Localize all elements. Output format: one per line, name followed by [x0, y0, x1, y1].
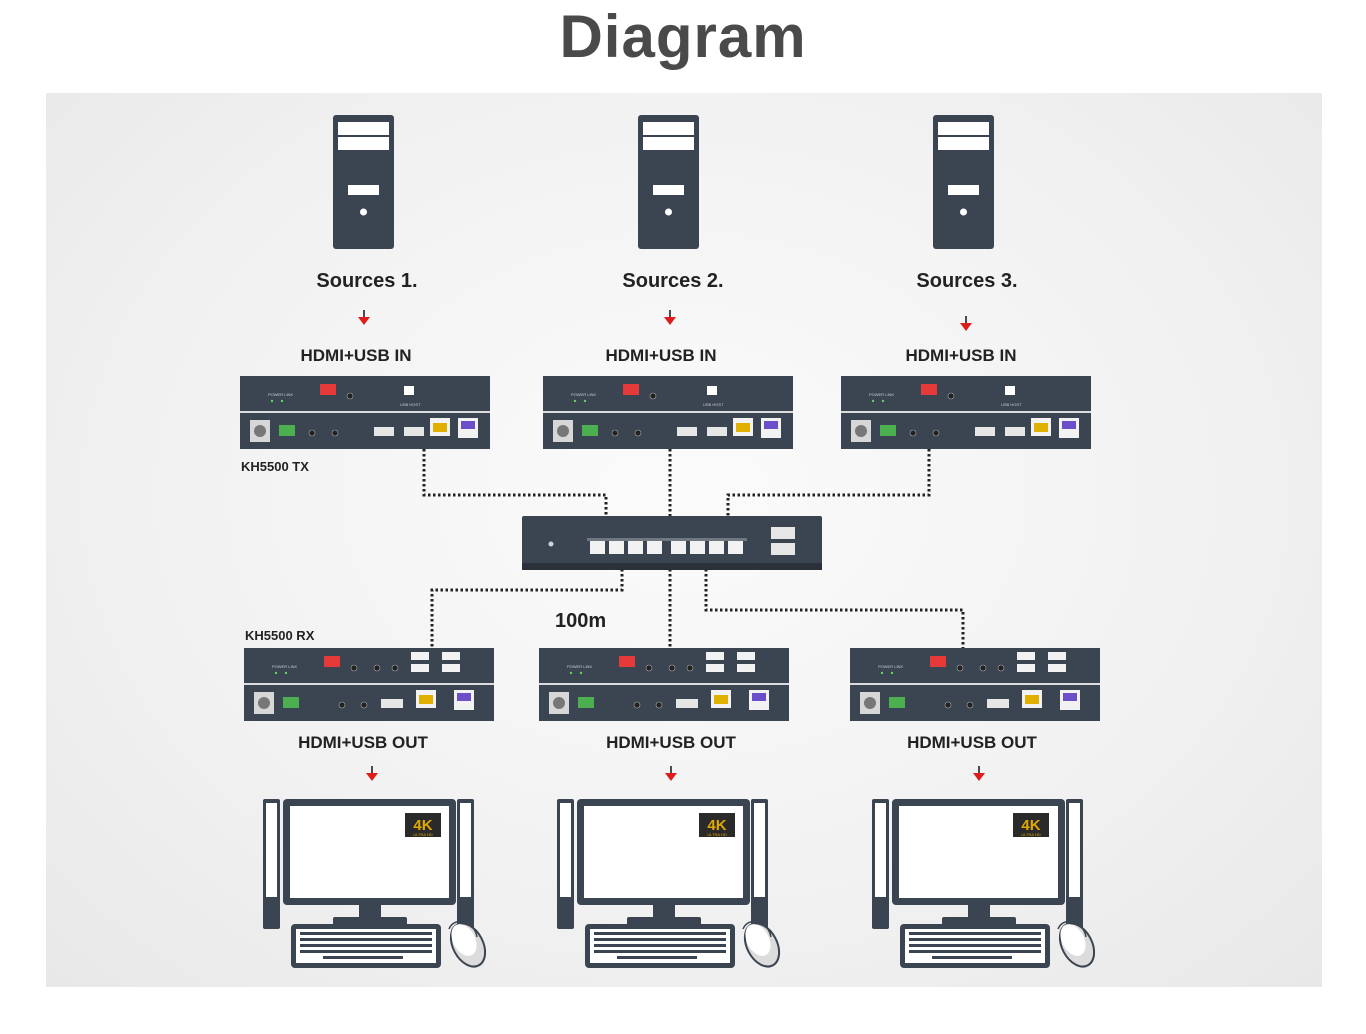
svg-text:ULTRA HD: ULTRA HD [707, 832, 727, 837]
arrow-down-icon [357, 309, 371, 326]
link-tx1 [422, 449, 608, 517]
link-rx3 [704, 569, 965, 648]
link-tx3 [726, 449, 931, 517]
rx-box-1 [243, 647, 495, 722]
source-label-1: Sources 1. [316, 270, 417, 292]
arrow-down-icon [365, 765, 379, 782]
source-pc-3 [933, 115, 994, 249]
tx-label-1: HDMI+USB IN [301, 346, 412, 365]
tx-label-3: HDMI+USB IN [906, 346, 1017, 365]
rx-box-2 [538, 647, 790, 722]
network-links [422, 449, 965, 648]
source-pc-1 [333, 115, 394, 249]
display-workstation-3 [871, 798, 1103, 974]
tx-box-2 [542, 375, 794, 450]
rx-label-3: HDMI+USB OUT [907, 733, 1037, 752]
diagram-title: Diagram [559, 3, 807, 70]
arrow-down-icon [959, 315, 973, 332]
svg-text:4K: 4K [707, 817, 726, 834]
arrow-down-icon [663, 309, 677, 326]
display-workstation-1 [262, 798, 494, 974]
arrow-down-icon [972, 765, 986, 782]
source-pc-2 [638, 115, 699, 249]
link-rx1 [430, 569, 624, 648]
4k-badge-3: 4K ULTRA HD [1013, 813, 1049, 837]
4k-badge-2: 4K ULTRA HD [699, 813, 735, 837]
arrow-down-icon [664, 765, 678, 782]
rx-label-2: HDMI+USB OUT [606, 733, 736, 752]
tx-box-1 [239, 375, 491, 450]
tx-model-label: KH5500 TX [241, 459, 309, 474]
network-switch [522, 516, 822, 570]
rx-model-label: KH5500 RX [245, 628, 315, 643]
source-label-2: Sources 2. [622, 270, 723, 292]
tx-label-2: HDMI+USB IN [606, 346, 717, 365]
4k-badge-1: 4K ULTRA HD [405, 813, 441, 837]
display-workstation-2 [556, 798, 788, 974]
distance-label: 100m [555, 610, 606, 632]
tx-box-3 [840, 375, 1092, 450]
source-label-3: Sources 3. [916, 270, 1017, 292]
svg-text:ULTRA HD: ULTRA HD [1021, 832, 1041, 837]
svg-text:4K: 4K [1021, 817, 1040, 834]
svg-text:ULTRA HD: ULTRA HD [413, 832, 433, 837]
rx-box-3 [849, 647, 1101, 722]
rx-label-1: HDMI+USB OUT [298, 733, 428, 752]
svg-text:4K: 4K [413, 817, 432, 834]
